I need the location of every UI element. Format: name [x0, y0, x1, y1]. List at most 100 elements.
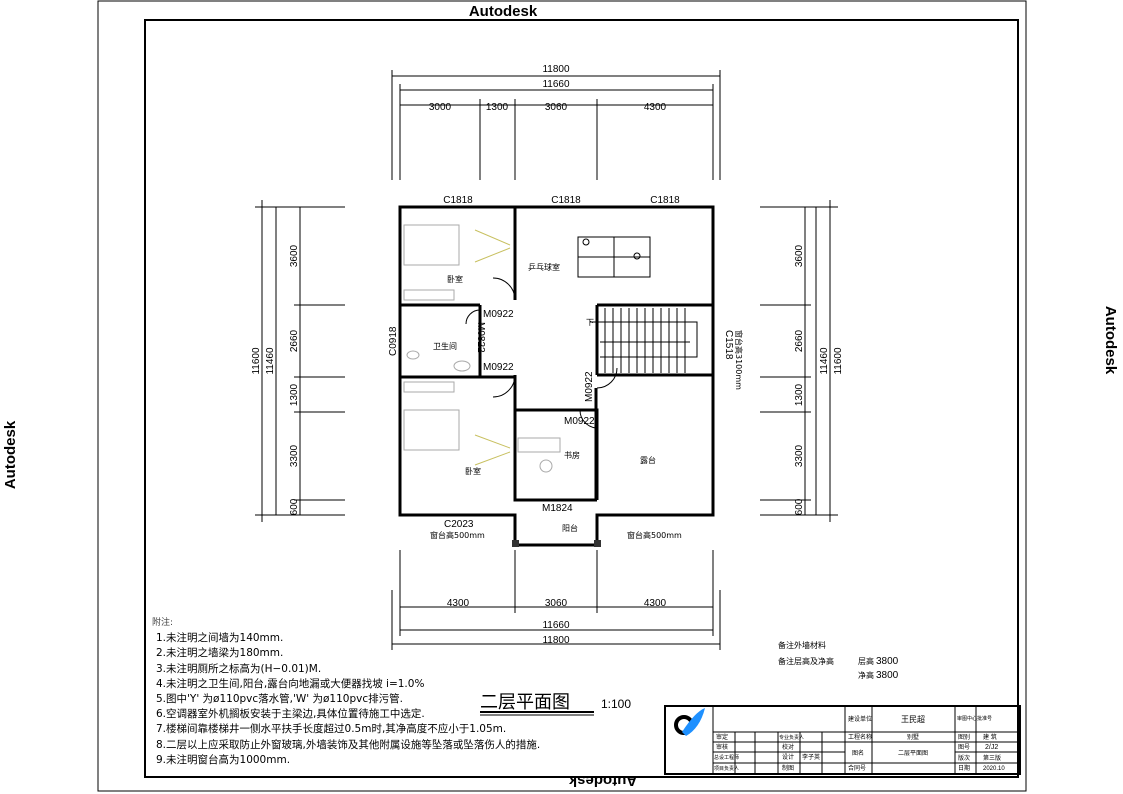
- svg-text:露台: 露台: [640, 455, 656, 465]
- svg-text:卫生间: 卫生间: [433, 341, 457, 351]
- svg-text:李子英: 李子英: [802, 753, 820, 761]
- svg-text:3600: 3600: [289, 244, 300, 267]
- svg-text:建设单位: 建设单位: [848, 715, 872, 723]
- svg-text:窗台高3100mm: 窗台高3100mm: [734, 330, 744, 390]
- svg-text:4300: 4300: [447, 598, 470, 609]
- svg-text:工程名称: 工程名称: [848, 733, 872, 741]
- note-item: 3.未注明厕所之标高为(H−0.01)M.: [156, 662, 322, 675]
- bottom-dimensions: 4300 3060 4300 11660 11800: [391, 550, 721, 650]
- dim-top-total: 11800: [542, 64, 570, 75]
- svg-text:合同号: 合同号: [848, 764, 866, 772]
- drawing-title: 二层平面图: [480, 692, 570, 713]
- svg-text:卧室: 卧室: [465, 466, 481, 476]
- svg-text:4300: 4300: [644, 102, 667, 113]
- svg-text:1300: 1300: [794, 383, 805, 406]
- svg-text:3000: 3000: [429, 102, 452, 113]
- svg-text:审定: 审定: [716, 733, 728, 741]
- svg-text:11800: 11800: [542, 635, 570, 646]
- note-item: 9.未注明窗台高为1000mm.: [156, 753, 291, 766]
- svg-text:11600: 11600: [251, 347, 262, 375]
- svg-text:11460: 11460: [265, 347, 276, 375]
- watermark-bottom: Autodesk: [568, 772, 637, 789]
- svg-text:1300: 1300: [486, 102, 509, 113]
- door-label: M0822: [475, 322, 486, 353]
- svg-text:审核: 审核: [716, 743, 728, 751]
- svg-text:下: 下: [586, 318, 594, 327]
- bedroom-furniture: [403, 224, 561, 473]
- svg-text:阳台: 阳台: [562, 523, 578, 533]
- sheet-border: [97, 0, 1027, 792]
- svg-text:C1818: C1818: [551, 195, 581, 206]
- svg-text:制图: 制图: [782, 764, 794, 772]
- svg-text:设计: 设计: [782, 753, 794, 761]
- door-label: M0922: [483, 362, 514, 373]
- svg-text:11600: 11600: [833, 347, 844, 375]
- note-item: 4.未注明之卫生间,阳台,露台向地漏或大便器找坡 i=1.0%: [156, 677, 425, 690]
- watermark-left: Autodesk: [2, 420, 19, 489]
- svg-text:窗台高500mm: 窗台高500mm: [430, 530, 485, 540]
- svg-text:图名: 图名: [852, 749, 864, 757]
- door-labels: M0922 M0822 M0922 M0922 M0922 M1824: [475, 309, 595, 514]
- title-block: 建设单位 王民超 审图中心批准号 审定 专业负责人 工程名称 别墅 图别 建 筑…: [664, 705, 1021, 775]
- pingpong-table: [577, 236, 651, 278]
- svg-text:600: 600: [794, 498, 805, 515]
- dim-top-inner: 11660: [542, 79, 570, 90]
- svg-text:卧室: 卧室: [447, 274, 463, 284]
- svg-text:王民超: 王民超: [901, 714, 925, 724]
- svg-text:3300: 3300: [289, 444, 300, 467]
- company-logo: [674, 708, 705, 736]
- remarks: 备注外墙材料 备注层高及净高 层高 3800 净高 3800: [778, 640, 899, 681]
- svg-text:窗台高500mm: 窗台高500mm: [627, 530, 682, 540]
- note-item: 6.空调器室外机搁板安装于主梁边,具体位置待施工中选定.: [156, 708, 425, 721]
- svg-text:1300: 1300: [289, 383, 300, 406]
- svg-text:3800: 3800: [876, 656, 899, 667]
- general-notes: 附注: 1.未注明之间墙为140mm. 2.未注明之墙梁为180mm. 3.未注…: [152, 616, 540, 768]
- svg-text:图号: 图号: [958, 744, 970, 751]
- watermark-top: Autodesk: [469, 3, 538, 20]
- svg-text:11660: 11660: [542, 620, 570, 631]
- svg-text:3060: 3060: [545, 102, 568, 113]
- svg-text:C1518: C1518: [723, 330, 734, 360]
- note-item: 8.二层以上应采取防止外窗玻璃,外墙装饰及其他附属设施等坠落或坠落伤人的措施.: [156, 738, 541, 751]
- svg-text:C2023: C2023: [444, 519, 474, 530]
- svg-text:4300: 4300: [644, 598, 667, 609]
- note-item: 5.图中'Y' 为ø110pvc落水管,'W' 为ø110pvc排污管.: [156, 693, 403, 706]
- notes-heading: 附注:: [152, 618, 174, 628]
- note-item: 1.未注明之间墙为140mm.: [156, 632, 284, 645]
- svg-text:2/J2: 2/J2: [985, 744, 998, 751]
- svg-text:校对: 校对: [782, 743, 794, 751]
- watermark-right: Autodesk: [1102, 306, 1119, 375]
- svg-text:书房: 书房: [564, 450, 580, 460]
- svg-text:3600: 3600: [794, 244, 805, 267]
- svg-text:别墅: 别墅: [907, 733, 919, 741]
- svg-text:第三版: 第三版: [983, 754, 1001, 762]
- svg-text:层高: 层高: [858, 656, 874, 666]
- svg-text:3300: 3300: [794, 444, 805, 467]
- svg-text:图别: 图别: [958, 733, 970, 741]
- svg-text:2020.10: 2020.10: [983, 766, 1005, 772]
- svg-text:总设工程师: 总设工程师: [714, 754, 739, 761]
- svg-text:净高: 净高: [858, 670, 874, 680]
- svg-text:审图中心批准号: 审图中心批准号: [957, 715, 992, 722]
- svg-text:专业负责人: 专业负责人: [779, 734, 804, 741]
- note-item: 2.未注明之墙梁为180mm.: [156, 647, 284, 660]
- walls: [398, 205, 715, 547]
- door-label: M0922: [584, 371, 595, 402]
- staircase: [590, 308, 698, 373]
- svg-text:2660: 2660: [289, 329, 300, 352]
- left-dimensions: 11600 11460 3600 2660 1300 3300 600: [251, 200, 345, 522]
- svg-text:日期: 日期: [958, 764, 970, 772]
- svg-text:3060: 3060: [545, 598, 568, 609]
- door-label: M1824: [542, 503, 573, 514]
- note-item: 7.楼梯间靠楼梯井一侧水平扶手长度超过0.5m时,其净高度不应小于1.05m.: [156, 723, 507, 736]
- svg-text:项目负责人: 项目负责人: [714, 765, 739, 772]
- svg-text:3800: 3800: [876, 670, 899, 681]
- doors: [465, 277, 618, 429]
- right-dimensions: 11600 11460 3600 2660 1300 3300 600: [760, 200, 844, 522]
- svg-text:600: 600: [289, 498, 300, 515]
- svg-text:备注外墙材料: 备注外墙材料: [778, 640, 826, 650]
- window-labels: C1818 C1818 C1818 C0918 C1518 窗台高3100mm …: [388, 195, 744, 540]
- room-labels: 卧室 乒乓球室 卫生间 卧室 书房 露台 阳台 下: [433, 262, 656, 533]
